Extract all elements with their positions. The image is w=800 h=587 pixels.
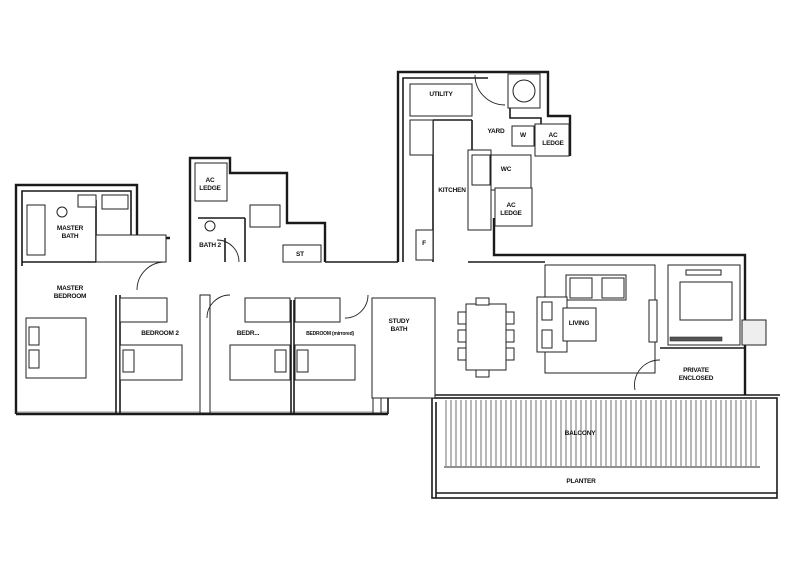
bedroom-4-label: BEDROOM (mirrored) [306,331,354,337]
kitchen-label: KITCHEN [438,187,466,194]
doors [136,74,661,391]
bath-2-label: BATH 2 [199,242,221,249]
yard-label: YARD [487,128,505,135]
living-label: LIVING [568,320,590,327]
bedroom-2-label: BEDROOM 2 [141,330,179,337]
interior-walls [22,73,767,414]
furniture [25,194,356,381]
balcony-railing [444,400,760,468]
planter-label: PLANTER [566,478,596,485]
utility-label: UTILITY [429,91,453,98]
wc-label: WC [500,166,512,173]
balcony-label: BALCONY [564,430,596,437]
bedroom-3-label: BEDR... [236,330,260,337]
washer-label: W [520,132,526,139]
fridge-label: F [422,240,426,247]
store-label: ST [296,251,304,258]
outer-walls [14,70,780,499]
